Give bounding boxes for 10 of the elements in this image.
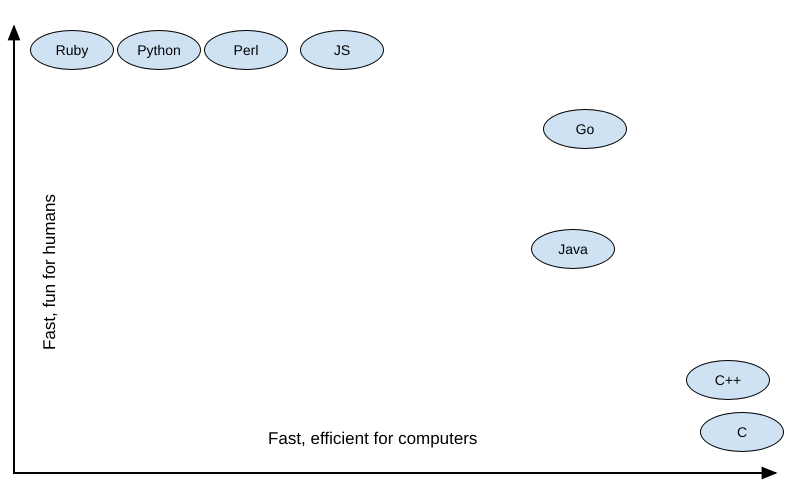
language-name: Java: [558, 241, 588, 257]
horizontal-axis-label: Fast, efficient for computers: [268, 429, 478, 449]
language-name: Perl: [234, 42, 258, 58]
language-name: C++: [714, 372, 742, 388]
language-name: Python: [137, 42, 181, 58]
language-name: Go: [576, 121, 594, 137]
vertical-axis-label: Fast, fun for humans: [40, 194, 60, 350]
language-name: C: [736, 424, 748, 440]
language-name: Ruby: [56, 42, 88, 58]
language-name: JS: [334, 42, 350, 58]
